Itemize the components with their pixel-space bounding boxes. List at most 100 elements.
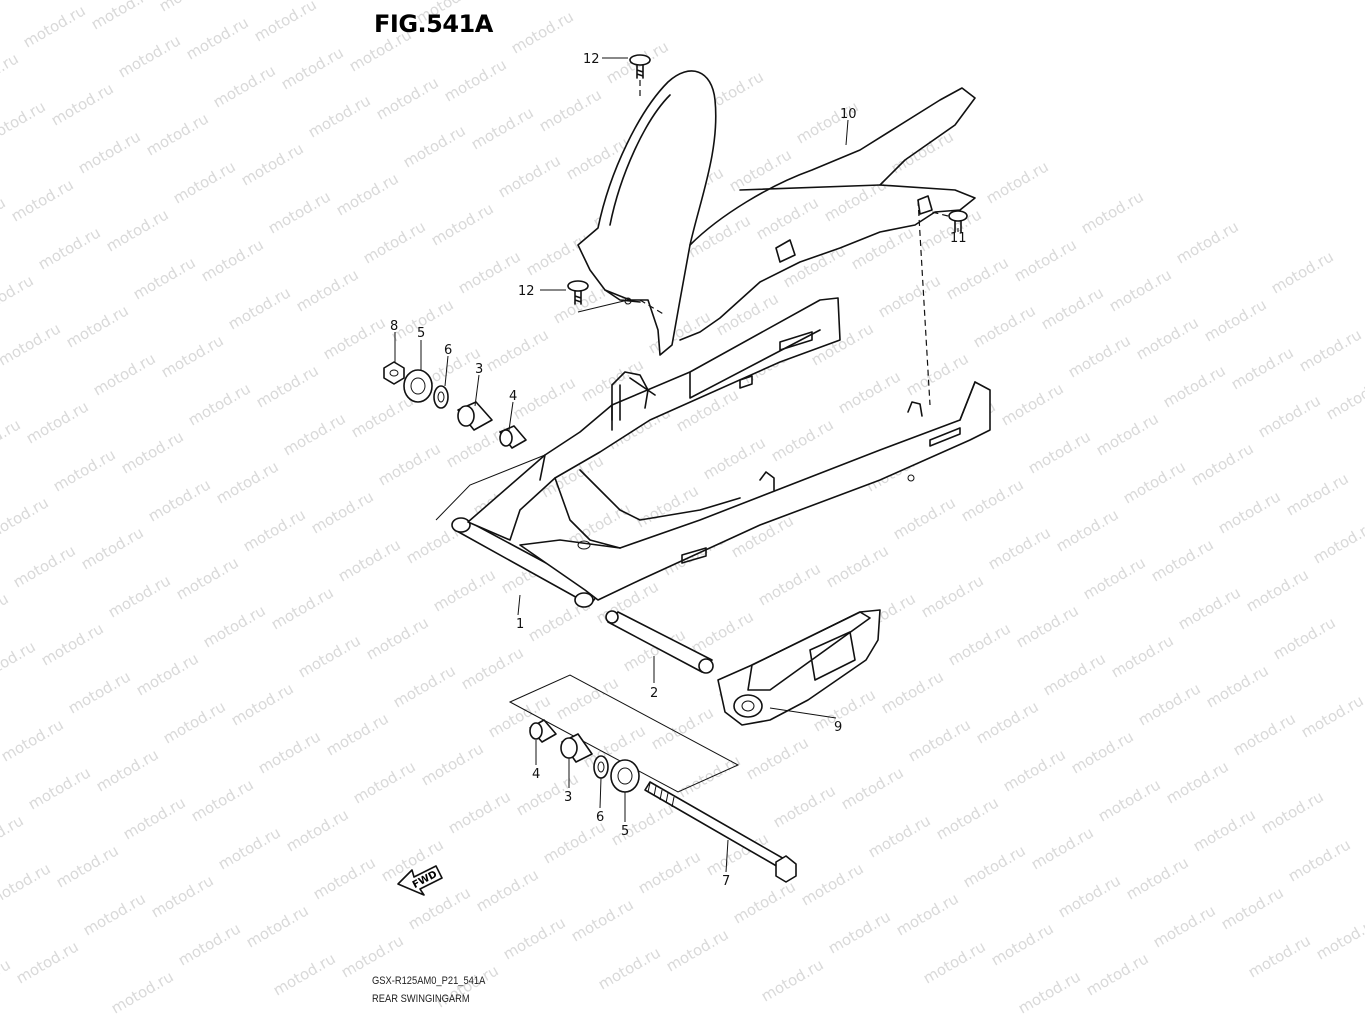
watermark-text: motod.ru — [103, 205, 172, 255]
pivot-bolt-part — [644, 781, 797, 883]
callout-3: 3 — [475, 362, 483, 377]
watermark-text: motod.ru — [0, 955, 14, 1005]
watermark-text: motod.ru — [295, 631, 364, 681]
watermark-text: motod.ru — [933, 793, 1002, 843]
watermark-text: motod.ru — [441, 55, 510, 105]
watermark-text: motod.ru — [1080, 553, 1149, 603]
watermark-text: motod.ru — [1255, 391, 1324, 441]
watermark-text: motod.ru — [283, 805, 352, 855]
watermark-text: motod.ru — [0, 415, 24, 465]
watermark-text: motod.ru — [1298, 691, 1365, 741]
watermark-text: motod.ru — [240, 505, 309, 555]
watermark-text: motod.ru — [63, 301, 132, 351]
watermark-text: motod.ru — [0, 319, 64, 369]
watermark-text: motod.ru — [308, 487, 377, 537]
watermark-text: motod.ru — [1163, 757, 1232, 807]
watermark-text: motod.ru — [458, 643, 527, 693]
watermark-text: motod.ru — [158, 331, 227, 381]
watermark-text: motod.ru — [985, 523, 1054, 573]
watermark-text: motod.ru — [945, 619, 1014, 669]
watermark-text: motod.ru — [1078, 187, 1147, 237]
watermark-text: motod.ru — [215, 823, 284, 873]
watermark-text: motod.ru — [983, 157, 1052, 207]
watermark-text: motod.ru — [445, 787, 514, 837]
watermark-text: motod.ru — [838, 763, 907, 813]
watermark-text: motod.ru — [595, 943, 664, 993]
callout-3: 3 — [564, 790, 572, 805]
watermark-text: motod.ru — [730, 877, 799, 927]
watermark-text: motod.ru — [1218, 883, 1287, 933]
watermark-text: motod.ru — [920, 937, 989, 987]
watermark-text: motod.ru — [1108, 631, 1177, 681]
watermark-text: motod.ru — [418, 739, 487, 789]
watermark-text: motod.ru — [1038, 283, 1107, 333]
watermark-text: motod.ru — [1283, 469, 1352, 519]
watermark-text: motod.ru — [1040, 649, 1109, 699]
watermark-text: motod.ru — [1230, 709, 1299, 759]
watermark-text: motod.ru — [13, 937, 82, 987]
watermark-text: motod.ru — [80, 889, 149, 939]
watermark-text: motod.ru — [1270, 613, 1339, 663]
watermark-text: motod.ru — [688, 607, 757, 657]
watermark-text: motod.ru — [1243, 565, 1312, 615]
watermark-text: motod.ru — [635, 847, 704, 897]
watermark-text: motod.ru — [483, 325, 552, 375]
watermark-text: motod.ru — [390, 661, 459, 711]
watermark-text: motod.ru — [768, 415, 837, 465]
watermark-text: motod.ru — [1093, 409, 1162, 459]
watermark-text: motod.ru — [0, 811, 27, 861]
watermark-text: motod.ru — [455, 247, 524, 297]
callout-12: 12 — [518, 284, 535, 299]
watermark-text: motod.ru — [1313, 913, 1365, 963]
watermark-text: motod.ru — [523, 229, 592, 279]
watermark-text: motod.ru — [428, 199, 497, 249]
callout-11: 11 — [950, 231, 967, 246]
watermark-text: motod.ru — [495, 151, 564, 201]
watermark-text: motod.ru — [198, 235, 267, 285]
callout-2: 2 — [650, 686, 658, 701]
callout-12: 12 — [583, 52, 600, 67]
swingarm-part — [435, 199, 991, 608]
watermark-text: motod.ru — [173, 553, 242, 603]
watermark-text: motod.ru — [510, 373, 579, 423]
watermark-text: motod.ru — [608, 799, 677, 849]
watermark-text: motod.ru — [536, 85, 605, 135]
watermark-text: motod.ru — [183, 13, 252, 63]
watermark-text: motod.ru — [810, 685, 879, 735]
watermark-text: motod.ru — [1215, 487, 1284, 537]
watermark-text: motod.ru — [305, 91, 374, 141]
watermark-text: motod.ru — [1268, 247, 1337, 297]
watermark-text: motod.ru — [88, 0, 157, 33]
watermark-text: motod.ru — [1055, 871, 1124, 921]
watermark-text: motod.ru — [375, 439, 444, 489]
watermark-text: motod.ru — [228, 679, 297, 729]
watermark-text: motod.ru — [65, 667, 134, 717]
callout-8: 8 — [390, 319, 398, 334]
callout-10: 10 — [840, 107, 857, 122]
watermark-text: motod.ru — [185, 379, 254, 429]
watermark-text: motod.ru — [1120, 457, 1189, 507]
watermark-text: motod.ru — [770, 781, 839, 831]
watermark-text: motod.ru — [118, 427, 187, 477]
watermark-text: motod.ru — [1175, 583, 1244, 633]
watermark-text: motod.ru — [338, 931, 407, 981]
watermark-text: motod.ru — [333, 169, 402, 219]
watermark-text: motod.ru — [8, 175, 77, 225]
watermark-text: motod.ru — [20, 1, 89, 51]
watermark-text: motod.ru — [973, 697, 1042, 747]
watermark-text: motod.ru — [90, 349, 159, 399]
callout-5: 5 — [621, 824, 629, 839]
watermark-text: motod.ru — [960, 841, 1029, 891]
screw-12-top — [629, 54, 651, 96]
callout-5: 5 — [417, 326, 425, 341]
watermark-text: motod.ru — [1000, 745, 1069, 795]
watermark-text: motod.ru — [1160, 361, 1229, 411]
watermark-text: motod.ru — [1028, 823, 1097, 873]
callout-9: 9 — [834, 720, 842, 735]
watermark-text: motod.ru — [0, 715, 67, 765]
watermark-text: motod.ru — [988, 919, 1057, 969]
chain-slider-part — [717, 609, 881, 726]
watermark-text: motod.ru — [78, 523, 147, 573]
watermark-text: motod.ru — [1106, 265, 1175, 315]
